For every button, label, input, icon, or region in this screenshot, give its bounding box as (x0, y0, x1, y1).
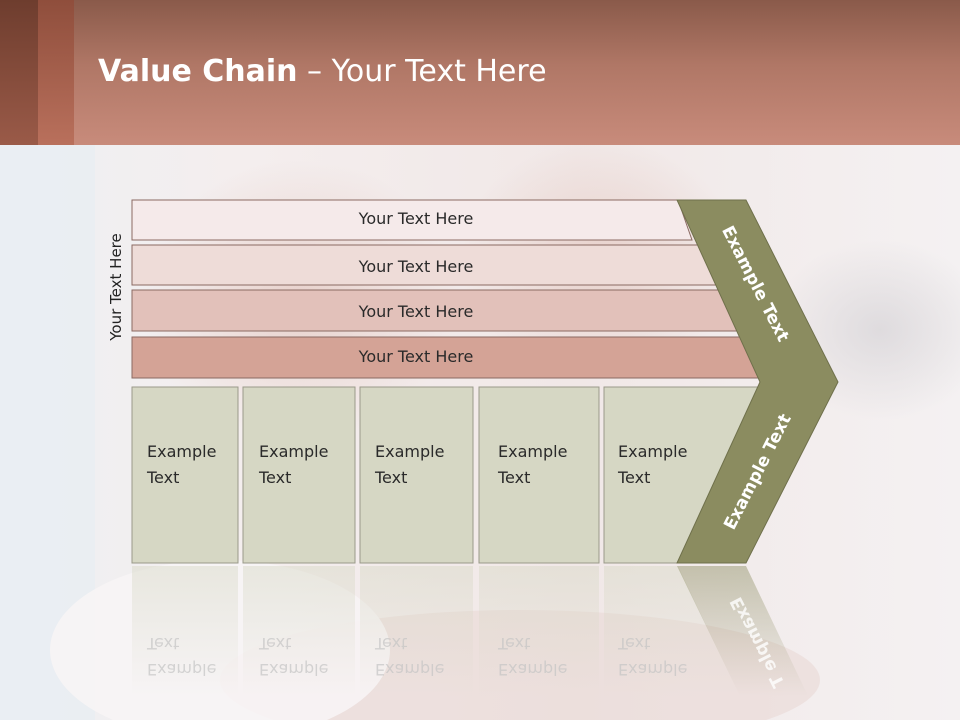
header-accent-block (0, 0, 38, 145)
column-reflection (243, 566, 355, 696)
column-text-line: Example (375, 442, 445, 461)
row-label: Your Text Here (358, 209, 474, 228)
column-text: Example Text (147, 439, 242, 491)
column-text: Example Text (618, 439, 713, 491)
column-text-reflection: Example Text (618, 630, 713, 682)
column-reflection (360, 566, 473, 696)
column-box (131, 386, 239, 564)
column-box (359, 386, 474, 564)
vertical-label: Your Text Here (107, 233, 125, 341)
column-text-line: Text (498, 634, 531, 653)
row-label: Your Text Here (358, 347, 474, 366)
column-text-line: Example (259, 660, 329, 679)
column-text-reflection: Example Text (375, 630, 470, 682)
column-text-reflection: Example Text (498, 630, 593, 682)
column-text-line: Text (618, 634, 651, 653)
title-bold: Value Chain (98, 54, 298, 89)
column-text-line: Text (147, 634, 180, 653)
column-text-line: Example (147, 660, 217, 679)
row-bar (131, 199, 693, 241)
column-box (242, 386, 356, 564)
column-text-reflection: Example Text (147, 630, 242, 682)
row-label: Your Text Here (358, 257, 474, 276)
column-box (478, 386, 600, 564)
column-text-line: Text (618, 468, 651, 487)
column-text-line: Text (147, 468, 180, 487)
column-text-reflection: Example Text (259, 630, 354, 682)
column-text-line: Example (259, 442, 329, 461)
header-accent-block (38, 0, 74, 145)
column-text-line: Example (498, 442, 568, 461)
column-text-line: Example (375, 660, 445, 679)
column-reflection (132, 566, 238, 696)
row-label: Your Text Here (358, 302, 474, 321)
column-text-line: Example (618, 442, 688, 461)
chevron-reflection (677, 566, 808, 696)
slide-title: Value Chain – Your Text Here (98, 54, 547, 89)
column-text-line: Text (375, 634, 408, 653)
column-reflection (479, 566, 599, 696)
column-text: Example Text (498, 439, 593, 491)
column-text: Example Text (259, 439, 354, 491)
chevron-arrow (676, 199, 839, 564)
column-text-line: Text (375, 468, 408, 487)
column-reflection (604, 566, 740, 696)
column-text-line: Text (498, 468, 531, 487)
header-bar (0, 0, 960, 145)
column-text-line: Text (259, 634, 292, 653)
column-text-line: Example (618, 660, 688, 679)
column-text: Example Text (375, 439, 470, 491)
column-text-line: Example (498, 660, 568, 679)
title-rest: – Your Text Here (297, 54, 547, 89)
column-text-line: Text (259, 468, 292, 487)
column-text-line: Example (147, 442, 217, 461)
